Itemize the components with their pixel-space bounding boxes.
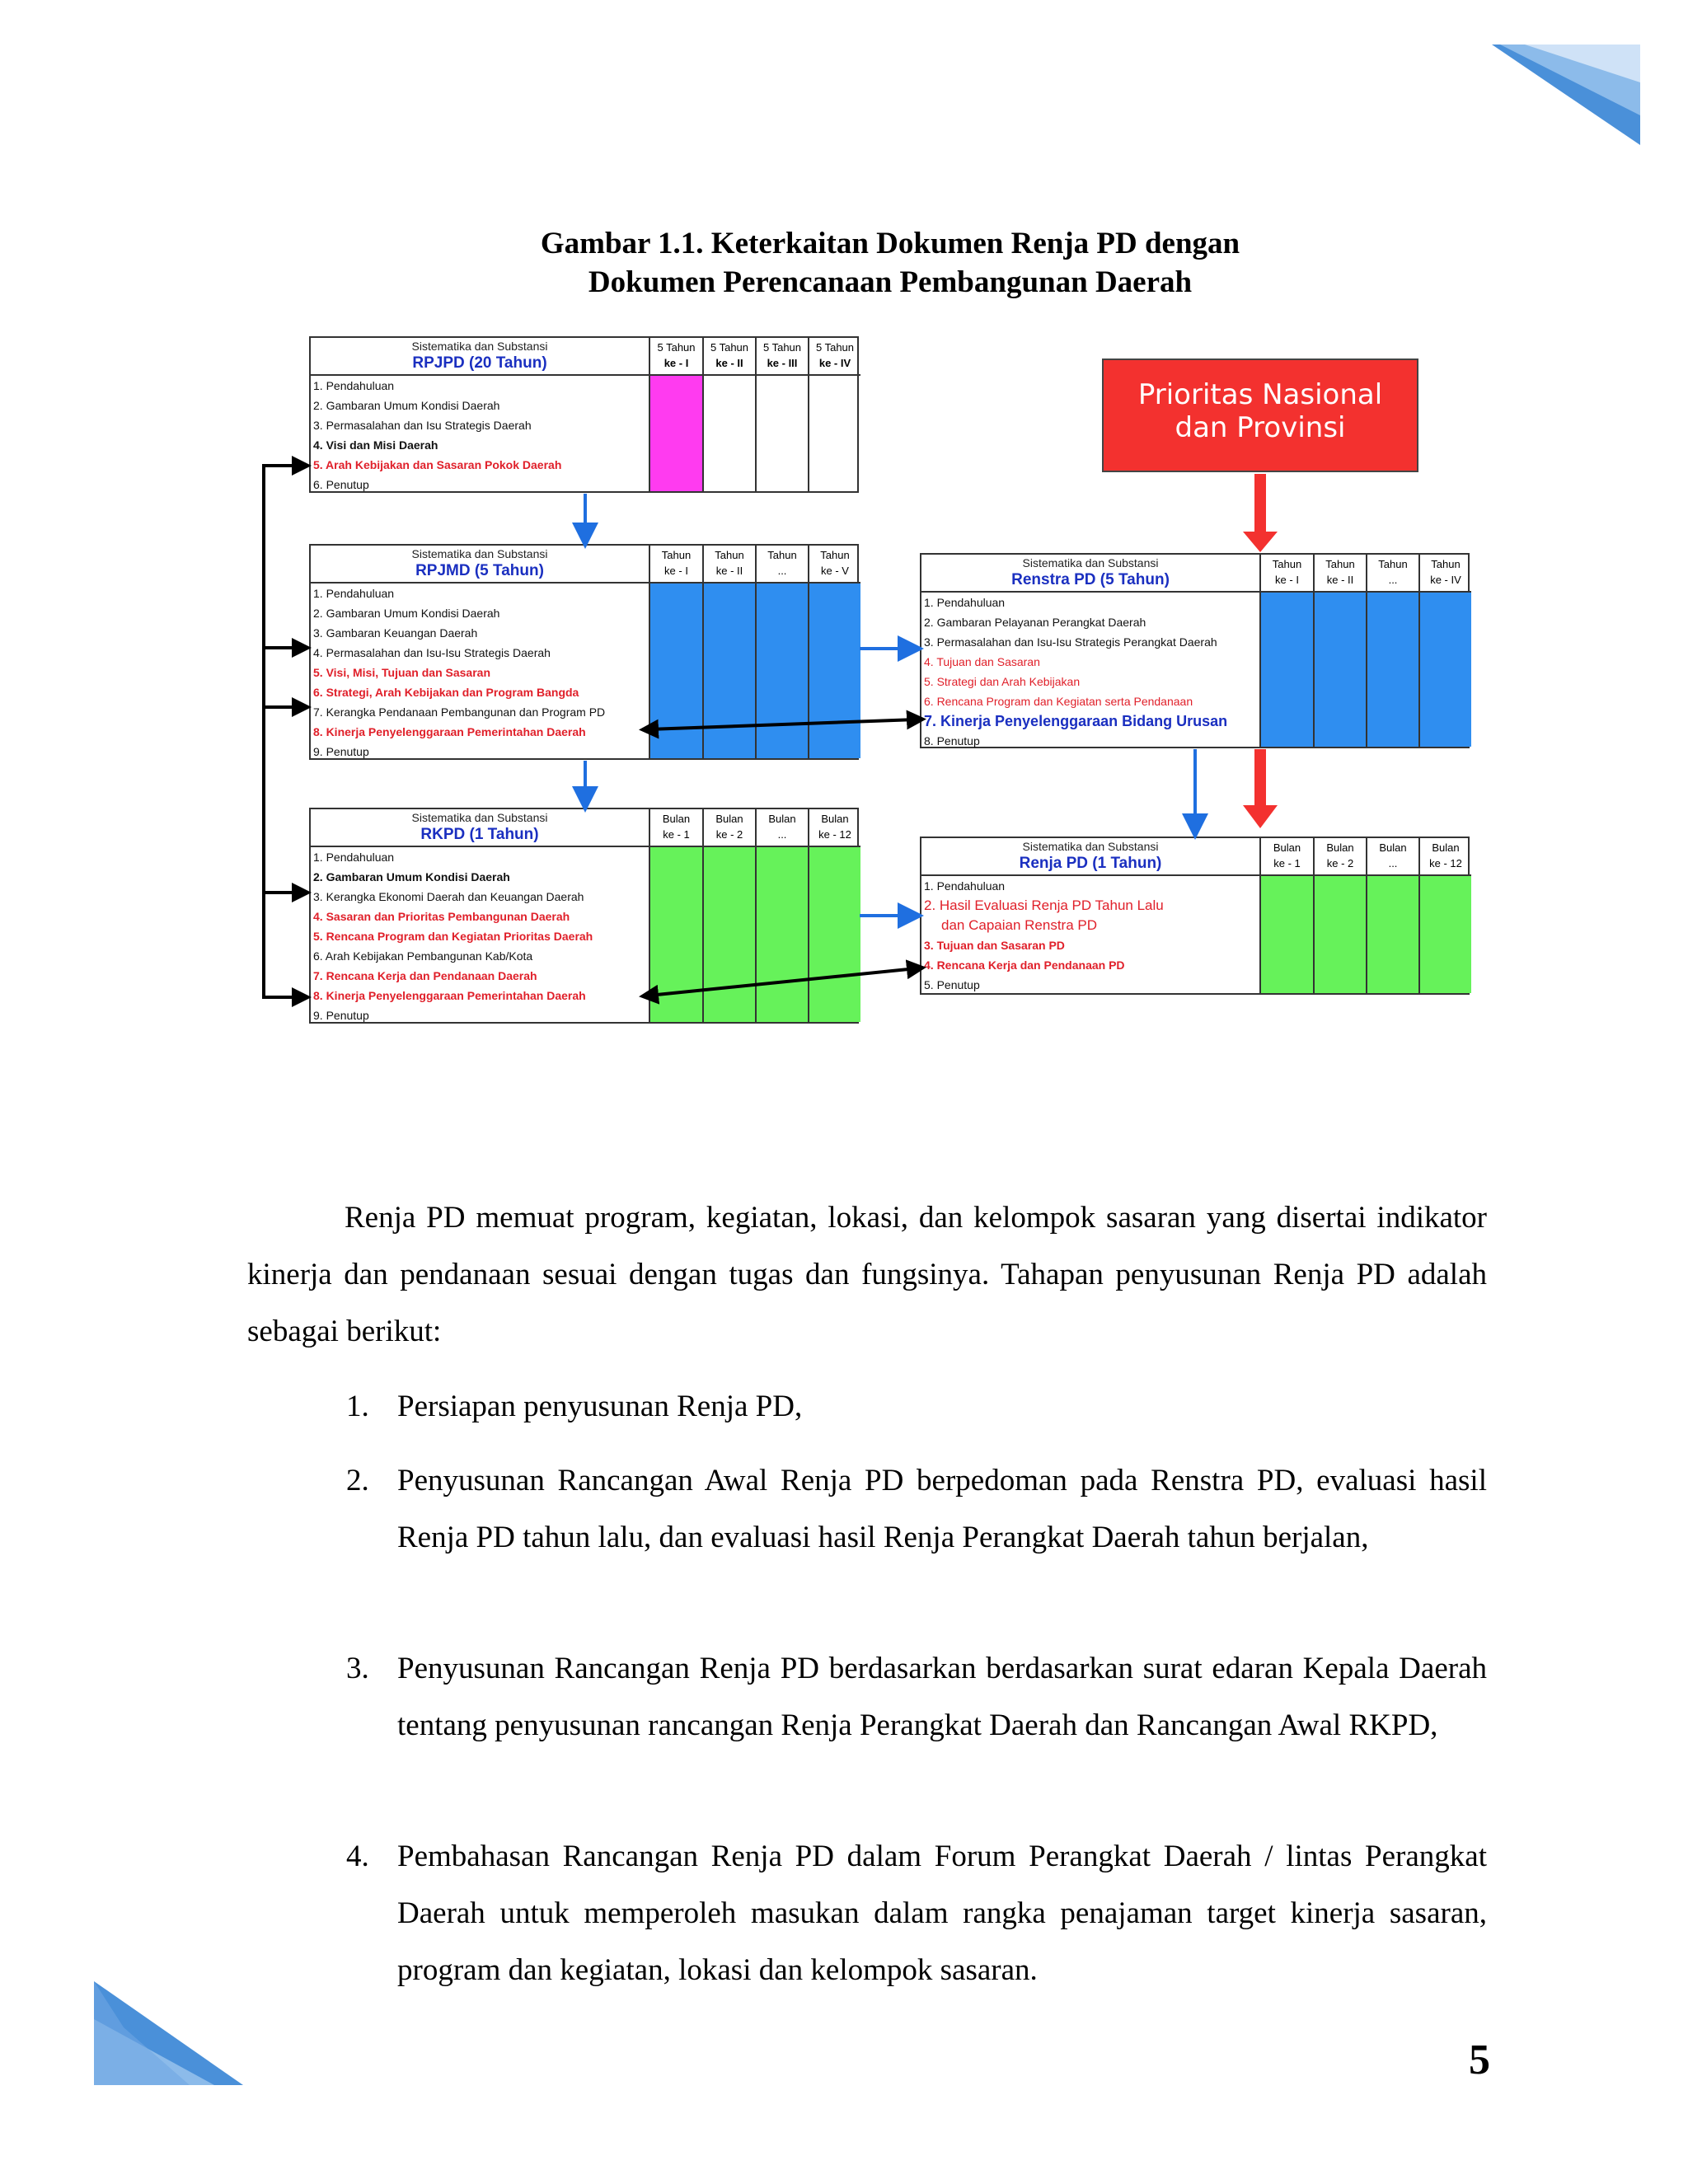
step-text: Persiapan penyusunan Renja PD, bbox=[397, 1378, 1487, 1435]
kinerja-link-lower bbox=[649, 968, 917, 996]
left-bracket-connector bbox=[264, 466, 298, 997]
figure-caption-line-1: Gambar 1.1. Keterkaitan Dokumen Renja PD… bbox=[247, 224, 1533, 263]
step-number: 4. bbox=[346, 1828, 369, 1885]
step-text: Penyusunan Rancangan Awal Renja PD berpe… bbox=[397, 1452, 1487, 1566]
kinerja-link-upper bbox=[649, 719, 917, 729]
list-item: 2. Penyusunan Rancangan Awal Renja PD be… bbox=[346, 1452, 1487, 1623]
page-number: 5 bbox=[1469, 2036, 1490, 2084]
red-arrow-head-bottom bbox=[1243, 805, 1278, 828]
top-right-corner-decoration bbox=[1492, 41, 1648, 148]
planning-documents-diagram: Sistematika dan Substansi RPJPD (20 Tahu… bbox=[247, 326, 1484, 1034]
red-arrow-shaft-top bbox=[1254, 474, 1266, 532]
bottom-left-corner-decoration bbox=[91, 1978, 247, 2089]
figure-caption-line-2: Dokumen Perencanaan Pembangunan Daerah bbox=[247, 263, 1533, 302]
list-item: 1. Persiapan penyusunan Renja PD, bbox=[346, 1378, 1487, 1435]
red-arrow-head-top bbox=[1243, 532, 1278, 552]
step-text: Pembahasan Rancangan Renja PD dalam Foru… bbox=[397, 1828, 1487, 1999]
connector-arrows bbox=[247, 326, 1484, 1034]
step-number: 1. bbox=[346, 1378, 369, 1435]
step-text: Penyusunan Rancangan Renja PD berdasarka… bbox=[397, 1640, 1487, 1754]
intro-paragraph: Renja PD memuat program, kegiatan, lokas… bbox=[247, 1189, 1487, 1360]
list-item: 3. Penyusunan Rancangan Renja PD berdasa… bbox=[346, 1640, 1487, 1811]
list-item: 4. Pembahasan Rancangan Renja PD dalam F… bbox=[346, 1828, 1487, 1999]
step-number: 2. bbox=[346, 1452, 369, 1509]
red-arrow-shaft-bottom bbox=[1254, 749, 1266, 807]
step-number: 3. bbox=[346, 1640, 369, 1697]
